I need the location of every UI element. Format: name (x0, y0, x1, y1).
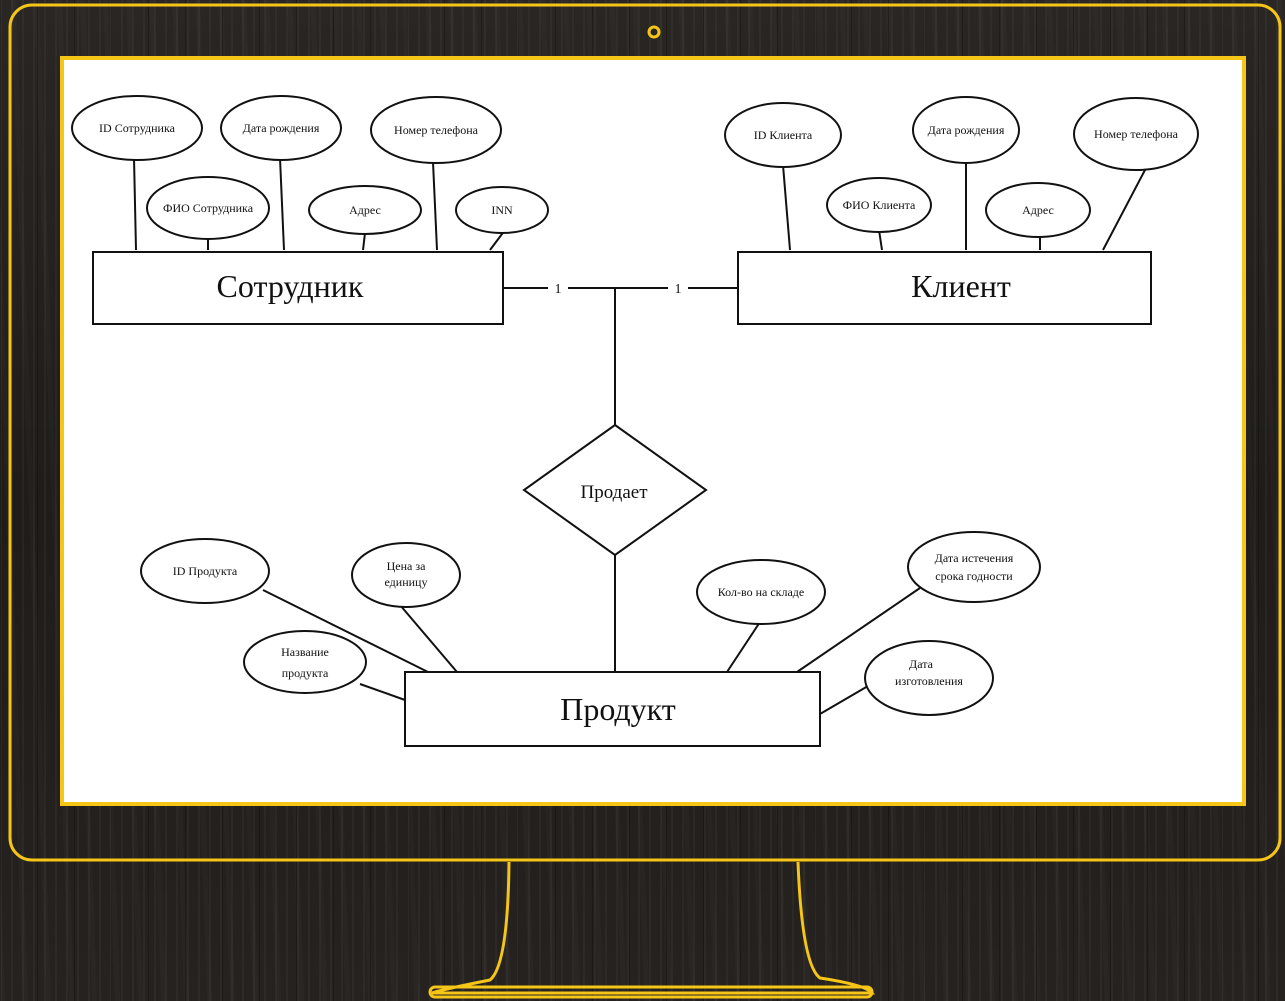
connector (878, 229, 883, 251)
relationship-diamond (522, 423, 708, 557)
entity-employee-box (92, 251, 504, 325)
connector (819, 685, 869, 715)
attr-ellipse (308, 185, 422, 235)
attr-ellipse (243, 630, 367, 694)
monitor-stand (431, 861, 876, 995)
attr-label: Дата (909, 657, 934, 671)
entity-client-label: Клиент (911, 268, 1011, 304)
attr-label: Адрес (1022, 203, 1054, 217)
attr-label: Дата рождения (243, 121, 320, 135)
attr-ellipse (985, 182, 1091, 238)
attr-ellipse (1073, 97, 1199, 171)
attr-ellipse (71, 95, 203, 161)
attr-ellipse (907, 531, 1041, 603)
attr-label: Адрес (349, 203, 381, 217)
connector (359, 683, 406, 701)
attr-ellipse (696, 559, 826, 625)
attr-label: ФИО Клиента (843, 198, 916, 212)
connector (362, 232, 366, 251)
attr-label: Название (281, 645, 329, 659)
attr-ellipse (146, 176, 270, 240)
monitor-base (428, 985, 874, 999)
attr-ellipse (370, 96, 502, 164)
attr-label: Номер телефона (394, 123, 479, 137)
attr-ellipse (864, 640, 994, 716)
connector (726, 621, 761, 673)
diagram-labels: Сотрудник Клиент Продукт Продает 1 1 ID … (99, 121, 1179, 727)
relationship-label: Продает (580, 482, 648, 503)
connector (1102, 169, 1146, 251)
monitor-frame (8, 3, 1282, 862)
attr-label: Дата рождения (928, 123, 1005, 137)
er-diagram (71, 95, 1199, 747)
attr-label: изготовления (895, 674, 963, 688)
attr-label: ID Сотрудника (99, 121, 176, 135)
attr-label: ID Продукта (173, 564, 238, 578)
cardinality-employee: 1 (555, 282, 562, 297)
attr-ellipse (912, 96, 1020, 164)
attr-ellipse (140, 538, 270, 604)
cardinality-client: 1 (675, 282, 682, 297)
connector (782, 164, 791, 251)
attr-label: ФИО Сотрудника (163, 201, 254, 215)
connector (796, 587, 921, 673)
connector (279, 157, 285, 251)
attr-ellipse (351, 542, 461, 608)
connector (399, 604, 458, 673)
attr-label: ID Клиента (754, 128, 813, 142)
attr-ellipse (455, 186, 549, 234)
entity-product-label: Продукт (560, 691, 676, 727)
connector (262, 589, 429, 673)
attr-ellipse (826, 177, 932, 233)
camera-dot (647, 25, 661, 39)
attr-label: INN (491, 203, 513, 217)
entity-employee-label: Сотрудник (217, 268, 364, 304)
attr-label: Номер телефона (1094, 127, 1179, 141)
attr-label: единицу (385, 575, 428, 589)
connector (432, 161, 438, 251)
connector (133, 157, 137, 251)
attr-label: Кол-во на складе (718, 585, 804, 599)
attr-label: продукта (282, 666, 329, 680)
entity-product-box (404, 671, 821, 747)
attr-label: срока годности (935, 569, 1013, 583)
entity-client-box (737, 251, 1152, 325)
attr-ellipse (220, 95, 342, 161)
attr-label: Цена за (387, 559, 426, 573)
attr-ellipse (724, 102, 842, 168)
attr-label: Дата истечения (935, 551, 1014, 565)
